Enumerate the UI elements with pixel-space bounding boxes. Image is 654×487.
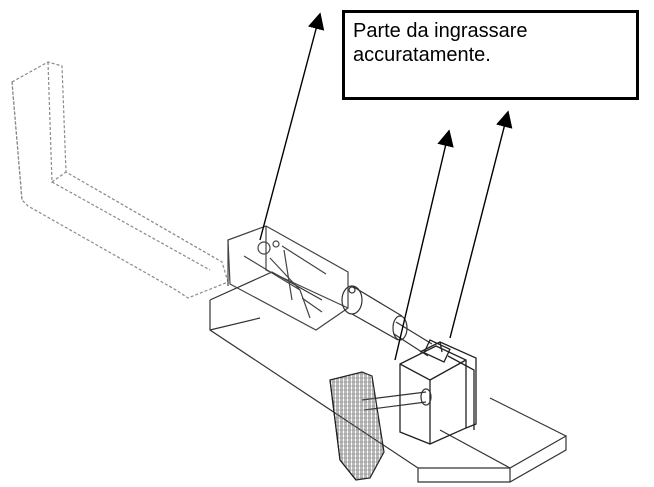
leader-arrow-plates bbox=[449, 110, 513, 339]
callout-line-1: Parte da ingrassare bbox=[353, 20, 528, 42]
leader-arrow-bracket bbox=[259, 12, 325, 241]
guide-plates bbox=[399, 339, 477, 445]
leader-arrows bbox=[259, 12, 513, 361]
piston-cylinder bbox=[341, 285, 433, 357]
pedal bbox=[329, 371, 385, 481]
support-bracket bbox=[227, 225, 349, 331]
base-beam bbox=[209, 271, 567, 483]
callout-line-2: accuratamente. bbox=[353, 44, 491, 66]
callout-box: Parte da ingrassare accuratamente. bbox=[342, 10, 639, 100]
dashed-lever-arm bbox=[11, 61, 229, 299]
leader-arrow-shaft bbox=[394, 129, 454, 361]
